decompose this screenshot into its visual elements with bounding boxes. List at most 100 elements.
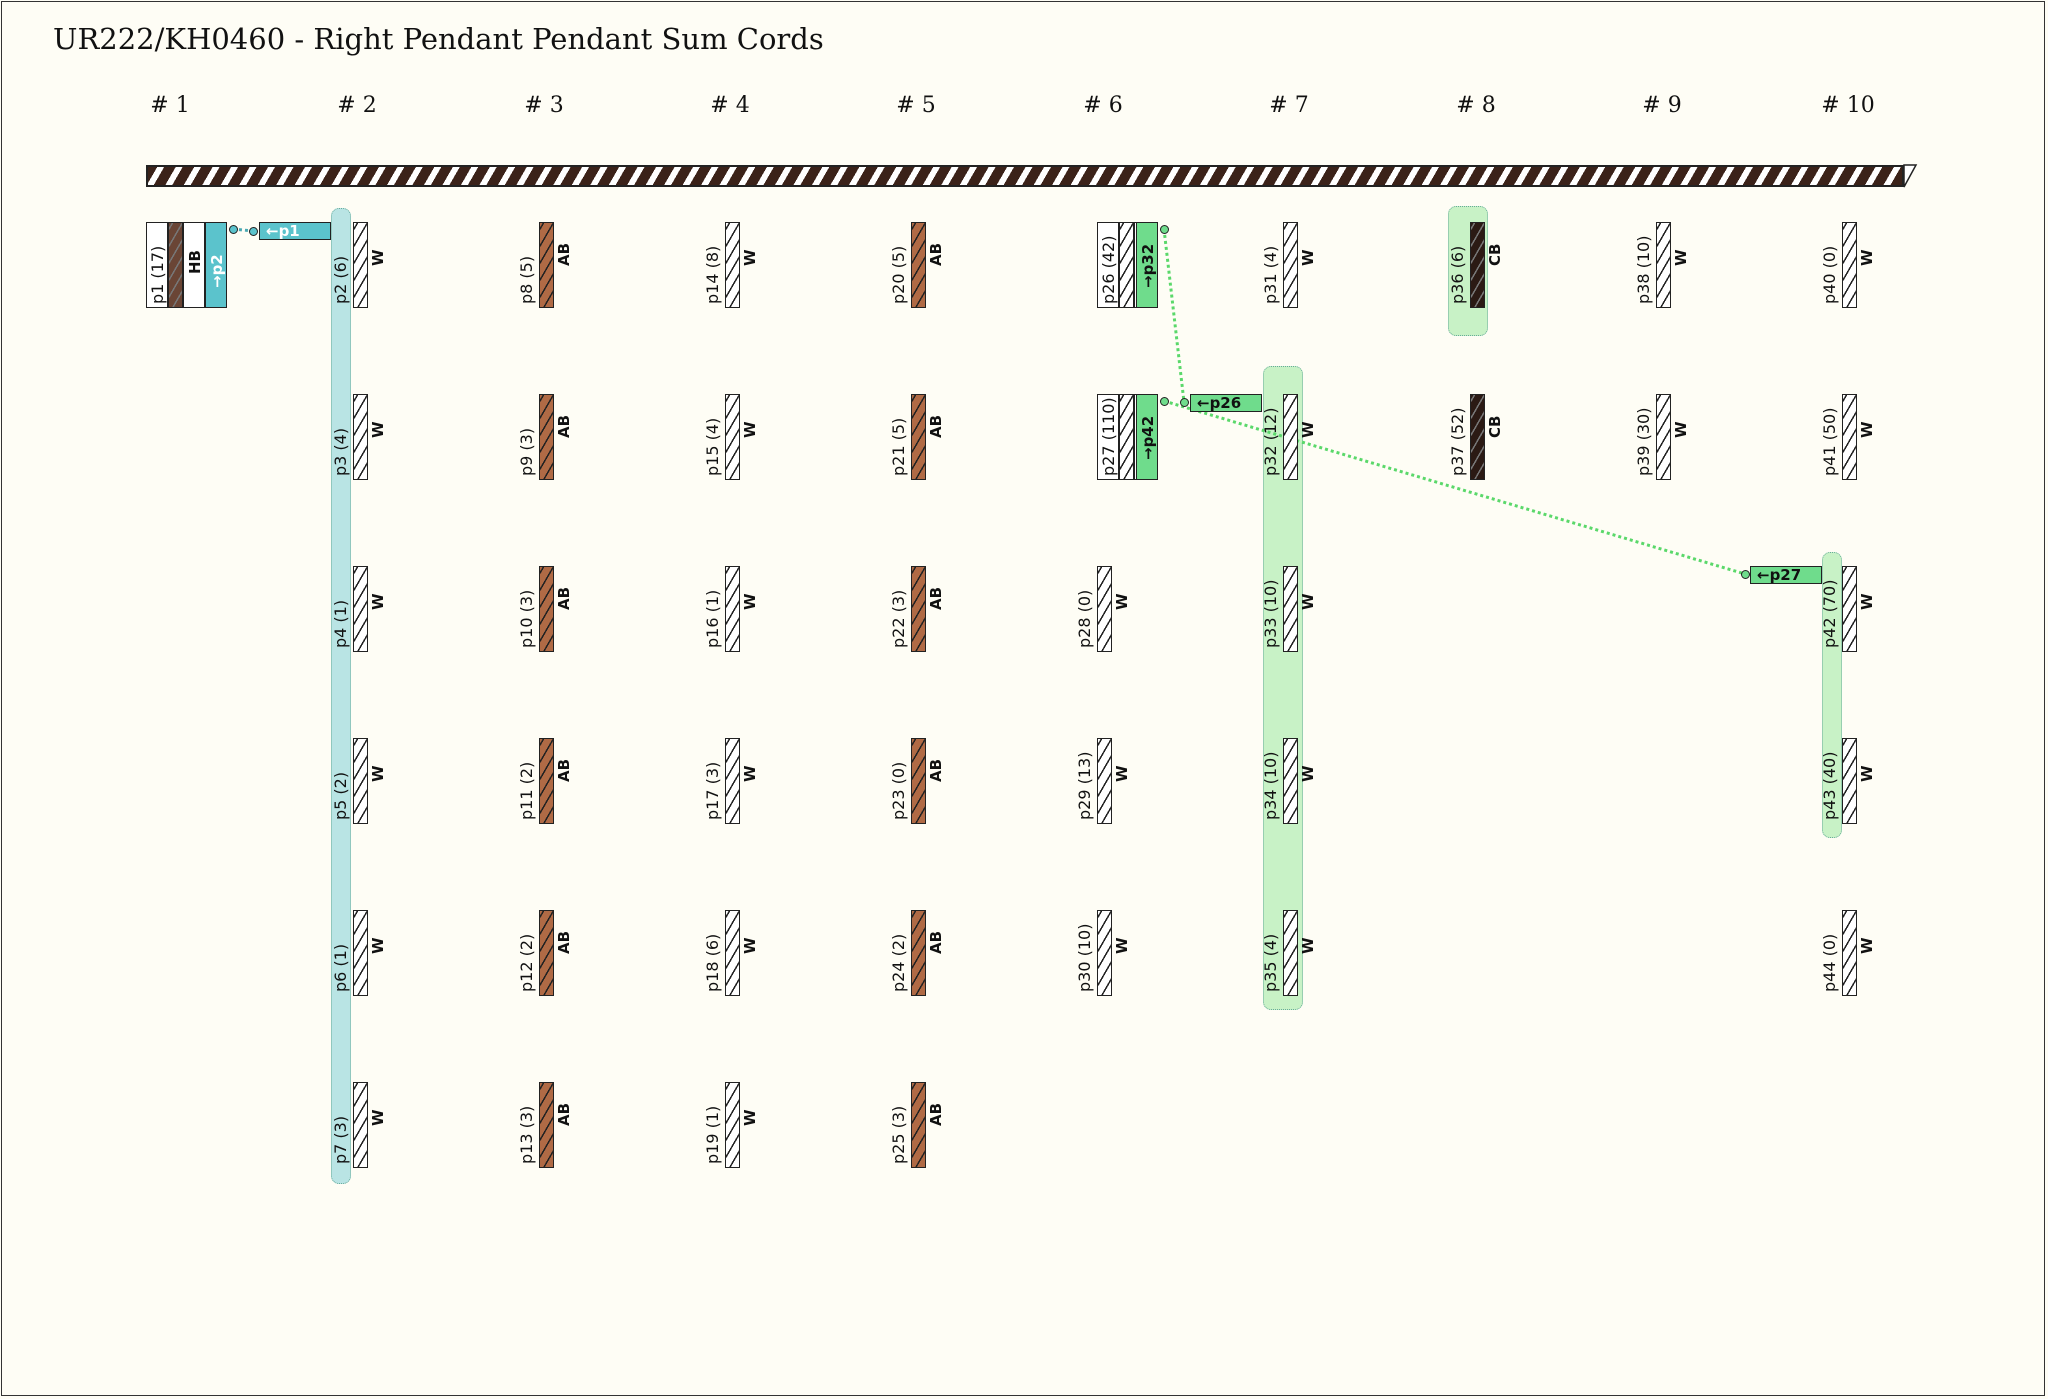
cord-label: p41 (50) [1820, 407, 1839, 476]
cord-strand [1283, 394, 1298, 480]
cord-color-code: AB [927, 586, 945, 610]
cord-strand [1656, 222, 1671, 308]
cord-strand [725, 910, 740, 996]
primary-cord [146, 165, 1904, 187]
cord-color-code: AB [555, 1102, 573, 1126]
cord-strand [1097, 910, 1112, 996]
cord-color-code: W [1113, 593, 1131, 610]
sum-link-knot [1160, 397, 1169, 406]
cord-label: p39 (30) [1634, 407, 1653, 476]
cord-color-code: W [741, 421, 759, 438]
page-title: UR222/KH0460 - Right Pendant Pendant Sum… [53, 22, 824, 56]
cord-label: p25 (3) [889, 1105, 908, 1164]
cord-color-code: AB [927, 242, 945, 266]
cord-label: p28 (0) [1075, 589, 1094, 648]
cord-label: p32 (12) [1261, 407, 1280, 476]
cord-color-code: W [1858, 421, 1876, 438]
cord-color-code: W [1299, 249, 1317, 266]
cord-label: p4 (1) [331, 599, 350, 648]
cord-color-code: W [741, 593, 759, 610]
sum-link-knot [229, 225, 238, 234]
cord-color-code: W [1858, 249, 1876, 266]
cord-color-code: W [1299, 421, 1317, 438]
cord-strand [168, 222, 183, 308]
cord-strand [353, 566, 368, 652]
group-label: # 3 [524, 93, 564, 118]
cord-color-code: W [1858, 765, 1876, 782]
cord-strand [725, 738, 740, 824]
group-label: # 9 [1642, 93, 1682, 118]
cord-strand [1842, 222, 1857, 308]
cord-label: p26 (42) [1099, 235, 1118, 304]
cord-color-code: W [1299, 765, 1317, 782]
cord-strand [539, 222, 554, 308]
cord-label: p20 (5) [889, 245, 908, 304]
group-label: # 2 [337, 93, 377, 118]
cord-color-code: W [1858, 937, 1876, 954]
sum-cell-p27 [1136, 394, 1158, 480]
cord-label: p33 (10) [1261, 579, 1280, 648]
cord-label: p7 (3) [331, 1115, 350, 1164]
cord-label-cell [146, 222, 168, 308]
cord-color-code: W [741, 1109, 759, 1126]
cord-color-code: W [1299, 593, 1317, 610]
sum-link-knot [249, 227, 258, 236]
sum-cell-p1 [205, 222, 227, 308]
cord-strand [911, 394, 926, 480]
cord-strand [1119, 394, 1134, 480]
cord-label: p21 (5) [889, 417, 908, 476]
cord-color-code: AB [927, 414, 945, 438]
cord-strand [1470, 394, 1485, 480]
cord-label: p2 (6) [331, 255, 350, 304]
cord-label: p10 (3) [517, 589, 536, 648]
cord-strand [539, 910, 554, 996]
cord-strand [539, 1082, 554, 1168]
cord-color-code: AB [555, 586, 573, 610]
cord-strand [1283, 566, 1298, 652]
group-label: # 7 [1269, 93, 1309, 118]
sum-link-knot [1180, 398, 1189, 407]
sum-link-line [1162, 228, 1186, 403]
cord-strand [911, 566, 926, 652]
cord-label: p13 (3) [517, 1105, 536, 1164]
cord-color-code: W [1299, 937, 1317, 954]
cord-label: p43 (40) [1820, 751, 1839, 820]
cord-label: p44 (0) [1820, 933, 1839, 992]
cord-label: p42 (70) [1820, 579, 1839, 648]
cord-color-code: CB [1486, 415, 1504, 438]
group-label: # 1 [150, 93, 190, 118]
sum-target-label: →p42 [1139, 415, 1157, 460]
cord-color-code: W [369, 765, 387, 782]
cord-color-code: HB [186, 250, 204, 274]
cord-strand [353, 1082, 368, 1168]
cord-strand [1470, 222, 1485, 308]
cord-strand [539, 394, 554, 480]
cord-label: p29 (13) [1075, 751, 1094, 820]
sum-tag-p32: ←p26 [1190, 394, 1262, 412]
sum-target-label: →p2 [208, 254, 226, 288]
cord-strand [725, 222, 740, 308]
group-label: # 8 [1456, 93, 1496, 118]
sum-link-knot [1160, 225, 1169, 234]
group-label: # 6 [1083, 93, 1123, 118]
cord-color-code: W [1858, 593, 1876, 610]
cord-strand [539, 566, 554, 652]
sum-target-label: →p32 [1139, 243, 1157, 288]
cord-strand [725, 394, 740, 480]
cord-label: p35 (4) [1261, 933, 1280, 992]
cord-strand [353, 738, 368, 824]
cord-color-code: W [741, 249, 759, 266]
cord-label: p36 (6) [1448, 245, 1467, 304]
sum-band-p42 [1822, 552, 1842, 838]
cord-strand [1283, 738, 1298, 824]
sum-band-p2 [331, 208, 351, 1184]
cord-color-code: W [369, 937, 387, 954]
cord-strand [911, 1082, 926, 1168]
cord-strand [1283, 910, 1298, 996]
cord-strand [725, 1082, 740, 1168]
sum-cell-p26 [1136, 222, 1158, 308]
cord-label: p31 (4) [1261, 245, 1280, 304]
cord-strand [1842, 910, 1857, 996]
group-label: # 4 [710, 93, 750, 118]
